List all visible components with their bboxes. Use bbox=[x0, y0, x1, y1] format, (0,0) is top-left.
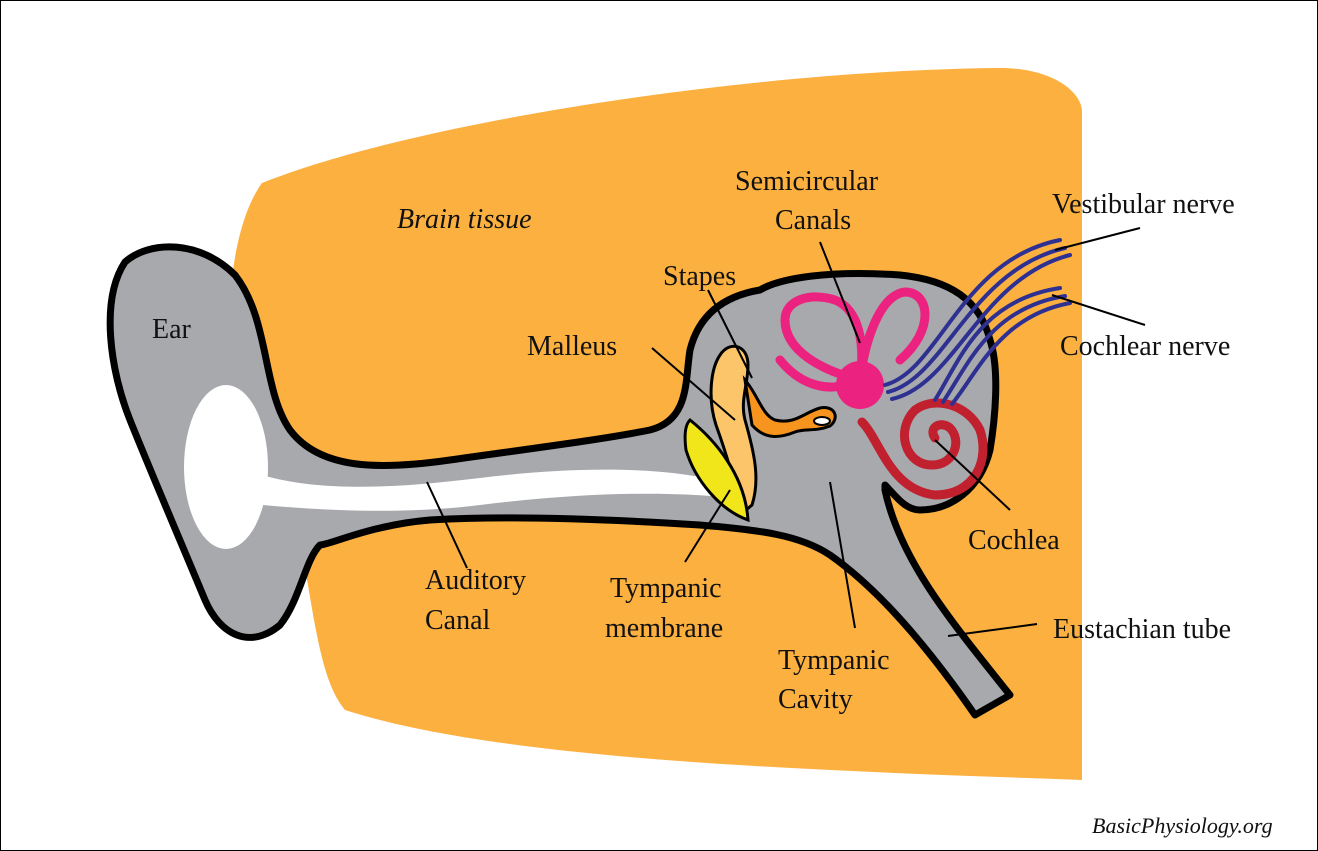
malleus-bone bbox=[709, 344, 758, 518]
cochlea-spiral bbox=[857, 398, 988, 500]
stapes-bone bbox=[742, 375, 837, 438]
label-canal: Canal bbox=[425, 605, 491, 636]
label-stapes: Stapes bbox=[663, 261, 736, 292]
label-canals: Canals bbox=[775, 205, 851, 236]
label-tympanic-cavity-1: Tympanic bbox=[778, 645, 890, 676]
label-brain-tissue: Brain tissue bbox=[397, 204, 532, 235]
brain-tissue-region bbox=[228, 68, 1082, 780]
cochlear-nerve-fibers bbox=[933, 286, 1072, 406]
credit-watermark: BasicPhysiology.org bbox=[1092, 813, 1273, 838]
label-eustachian-tube: Eustachian tube bbox=[1053, 614, 1231, 645]
label-cochlear-nerve: Cochlear nerve bbox=[1060, 331, 1230, 362]
label-tympanic-cavity-2: Cavity bbox=[778, 684, 853, 715]
auditory-canal-lumen bbox=[262, 469, 722, 511]
oval-window bbox=[813, 416, 831, 426]
label-tympanic-membrane-1: Tympanic bbox=[610, 573, 722, 604]
vestibular-nerve-fibers bbox=[883, 238, 1072, 401]
label-ear: Ear bbox=[152, 314, 192, 345]
label-tympanic-membrane-2: membrane bbox=[605, 613, 723, 644]
leader-lines bbox=[426, 227, 1146, 637]
label-malleus: Malleus bbox=[527, 331, 617, 362]
tympanic-membrane-shape bbox=[683, 417, 750, 523]
label-auditory: Auditory bbox=[425, 565, 526, 596]
vestibule bbox=[836, 361, 884, 409]
concha-opening bbox=[184, 385, 268, 549]
label-vestibular-nerve: Vestibular nerve bbox=[1052, 189, 1235, 220]
label-cochlea: Cochlea bbox=[968, 525, 1060, 556]
label-semicircular: Semicircular bbox=[735, 166, 879, 197]
